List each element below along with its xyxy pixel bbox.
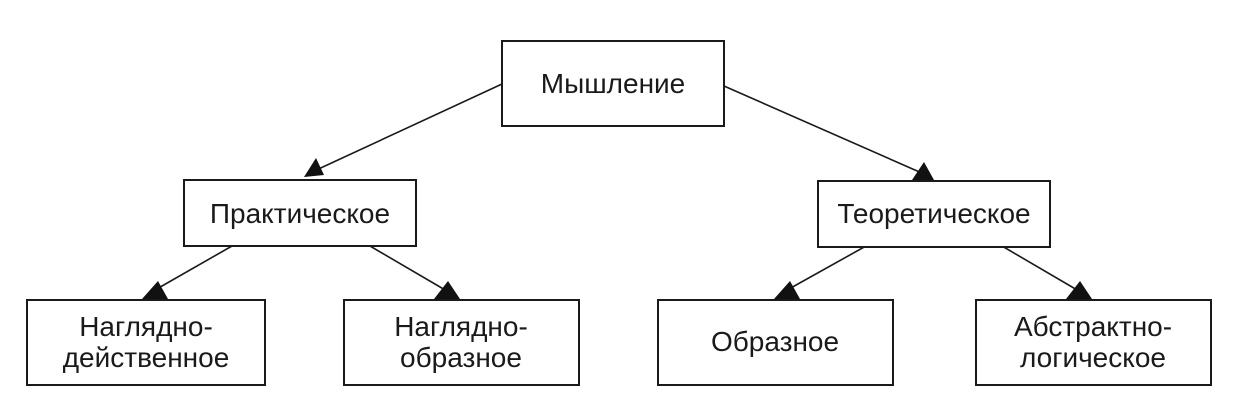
- node-visual-action: Наглядно- действенное: [26, 299, 266, 386]
- arrowhead: [304, 158, 324, 177]
- node-root-label: Мышление: [541, 68, 686, 99]
- node-visual-action-line1: Наглядно-: [79, 311, 213, 342]
- edge-practical-to-visual-action: [142, 245, 233, 299]
- arrowhead: [774, 281, 800, 299]
- node-theoretical-label: Теоретическое: [837, 198, 1030, 229]
- node-visual-image-line1: Наглядно-: [394, 311, 528, 342]
- edge-theoretical-to-figurative: [774, 245, 867, 299]
- node-figurative-label: Образное: [711, 326, 839, 357]
- edge-root-to-theoretical: [723, 85, 934, 180]
- edge-theoretical-to-abstract-logical: [1001, 245, 1092, 299]
- edge-root-to-practical: [304, 83, 503, 177]
- arrowhead: [1066, 281, 1092, 299]
- node-practical: Практическое: [183, 179, 417, 247]
- arrowhead: [912, 162, 934, 180]
- node-abstract-logical-line2: логическое: [1020, 342, 1166, 373]
- node-visual-image-line2: образное: [400, 342, 522, 373]
- node-abstract-logical-line1: Абстрактно-: [1014, 311, 1172, 342]
- node-theoretical: Теоретическое: [817, 180, 1051, 248]
- node-visual-action-line2: действенное: [63, 342, 230, 373]
- arrowhead: [142, 281, 168, 299]
- node-root: Мышление: [501, 40, 725, 127]
- node-figurative: Образное: [657, 299, 894, 386]
- node-abstract-logical: Абстрактно- логическое: [975, 299, 1212, 386]
- edge-practical-to-visual-image: [369, 245, 460, 299]
- node-visual-image: Наглядно- образное: [343, 299, 580, 386]
- arrowhead: [434, 281, 460, 299]
- node-practical-label: Практическое: [210, 198, 390, 229]
